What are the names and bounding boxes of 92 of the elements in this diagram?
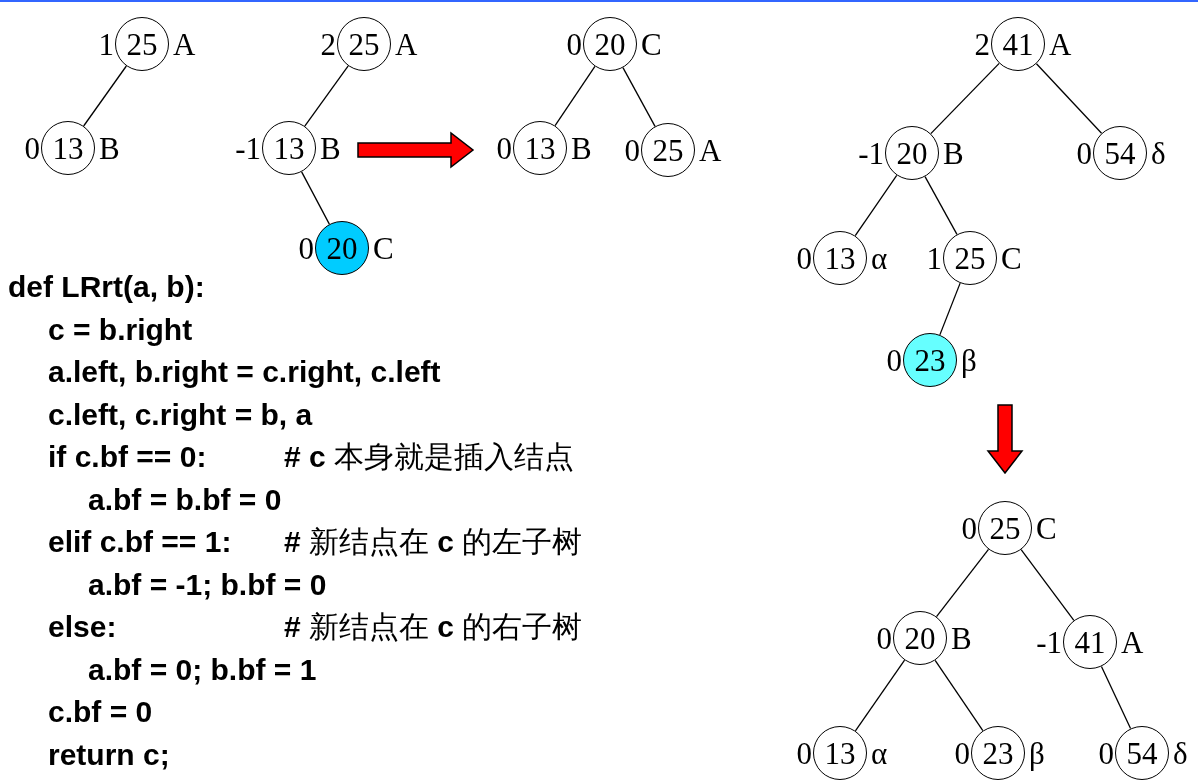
node-label: A	[172, 28, 196, 60]
balance-factor: 0	[298, 232, 315, 264]
node-label: α	[870, 737, 888, 769]
balance-factor: 2	[320, 28, 337, 60]
node-label: A	[394, 28, 418, 60]
tree-node-circle: 13	[813, 726, 867, 780]
node-label: δ	[1150, 137, 1166, 169]
tree-node-circle: 41	[1063, 615, 1117, 669]
tree-node-circle: 25	[641, 123, 695, 177]
node-label: B	[950, 622, 972, 654]
code-line: a.bf = -1; b.bf = 0	[88, 566, 327, 603]
balance-factor: 0	[796, 242, 813, 274]
node-label: B	[570, 132, 592, 164]
tree-edge	[930, 62, 1000, 135]
balance-factor: -1	[1036, 626, 1063, 658]
tree-edge	[854, 174, 898, 237]
code-comment: # 新结点在 c 的右子树	[284, 609, 583, 645]
node-label: B	[319, 132, 341, 164]
code-line: if c.bf == 0:	[48, 439, 207, 475]
balance-factor: 0	[876, 622, 893, 654]
tree-node-circle: 13	[813, 231, 867, 285]
code-line: def LRrt(a, b):	[8, 269, 205, 305]
code-line: a.bf = 0; b.bf = 1	[88, 651, 317, 688]
node-label: C	[372, 232, 394, 264]
tree-node-circle: 25	[115, 17, 169, 71]
code-line: c.bf = 0	[48, 694, 153, 730]
tree-node-circle: 54	[1093, 126, 1147, 180]
code-line: a.bf = b.bf = 0	[88, 481, 282, 518]
balance-factor: 0	[24, 132, 41, 164]
tree-edge	[934, 659, 984, 732]
code-line: else:	[48, 609, 117, 645]
block-arrow	[357, 131, 475, 169]
tree-edge	[1100, 665, 1132, 730]
tree-node-circle: 20	[885, 126, 939, 180]
balance-factor: 0	[961, 512, 978, 544]
node-label: C	[640, 28, 662, 60]
balance-factor: 0	[496, 132, 513, 164]
tree-node-circle: 54	[1115, 726, 1169, 780]
node-label: β	[960, 344, 977, 376]
node-label: A	[1120, 626, 1144, 658]
tree-edge	[622, 67, 656, 127]
balance-factor: 0	[624, 134, 641, 166]
code-line: elif c.bf == 1:	[48, 524, 232, 560]
node-label: A	[698, 134, 722, 166]
tree-node-circle: 23	[903, 333, 957, 387]
tree-edge	[83, 65, 127, 127]
node-label: C	[1035, 512, 1057, 544]
tree-node-circle: 13	[262, 121, 316, 175]
code-line: c = b.right	[48, 311, 193, 348]
balance-factor: 0	[1098, 737, 1115, 769]
tree-node-circle: 41	[991, 17, 1045, 71]
node-label: β	[1028, 737, 1045, 769]
node-label: α	[870, 242, 888, 274]
balance-factor: 0	[954, 737, 971, 769]
balance-factor: 0	[796, 737, 813, 769]
tree-node-circle: 23	[971, 726, 1025, 780]
node-label: A	[1048, 28, 1072, 60]
tree-edge	[935, 548, 990, 618]
tree-edge	[301, 171, 330, 225]
block-arrow	[986, 404, 1024, 475]
node-label: δ	[1172, 737, 1188, 769]
balance-factor: 0	[886, 344, 903, 376]
balance-factor: 0	[566, 28, 583, 60]
node-label: B	[942, 137, 964, 169]
tree-node-circle: 20	[315, 221, 369, 275]
balance-factor: 1	[98, 28, 115, 60]
code-comment: # 新结点在 c 的左子树	[284, 524, 583, 560]
code-line: return c;	[48, 736, 170, 773]
balance-factor: 2	[974, 28, 991, 60]
tree-node-circle: 13	[513, 121, 567, 175]
code-line: c.left, c.right = b, a	[48, 396, 313, 433]
tree-edge	[1035, 63, 1103, 134]
balance-factor: -1	[235, 132, 262, 164]
node-label: C	[1000, 242, 1022, 274]
balance-factor: 1	[926, 242, 943, 274]
node-label: B	[98, 132, 120, 164]
tree-edge	[924, 176, 958, 235]
tree-node-circle: 25	[943, 231, 997, 285]
tree-edge	[939, 282, 961, 336]
code-comment: # c 本身就是插入结点	[284, 439, 575, 475]
tree-edge	[554, 65, 596, 127]
tree-edge	[304, 65, 349, 127]
tree-node-circle: 25	[978, 501, 1032, 555]
balance-factor: -1	[858, 137, 885, 169]
tree-node-circle: 20	[893, 611, 947, 665]
balance-factor: 0	[1076, 137, 1093, 169]
tree-node-circle: 25	[337, 17, 391, 71]
tree-node-circle: 20	[583, 17, 637, 71]
tree-edge	[1020, 549, 1075, 621]
tree-edge	[854, 659, 906, 732]
code-line: a.left, b.right = c.right, c.left	[48, 354, 441, 390]
tree-node-circle: 13	[41, 121, 95, 175]
